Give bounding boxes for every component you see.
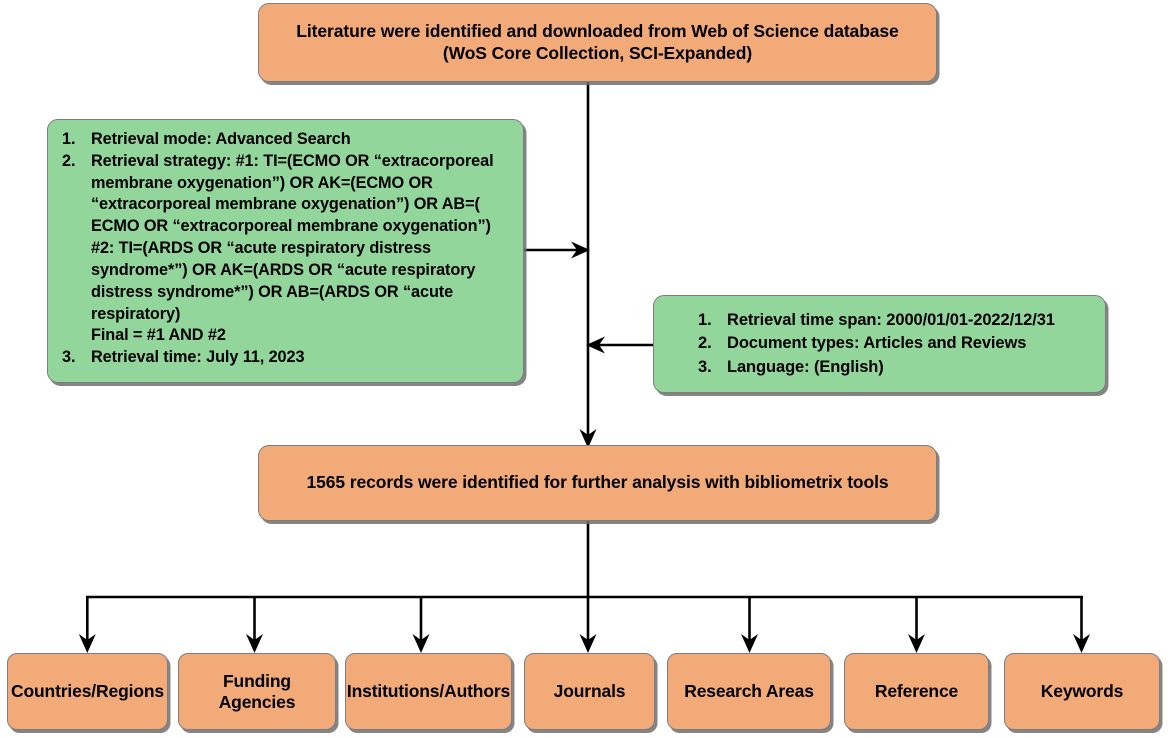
output-box-funding-agencies: Funding Agencies [178, 653, 336, 730]
connector-records-to-bar [86, 521, 1083, 599]
list-marker: 3. [62, 348, 76, 367]
list-item-text: Document types: Articles and Reviews [727, 334, 1027, 353]
list-item: 1. Retrieval mode: Advanced Search [62, 129, 513, 151]
output-label: Keywords [1040, 681, 1124, 701]
output-box-journals: Journals [524, 653, 655, 730]
connector-source-to-records [579, 82, 597, 448]
output-box-countries-regions: Countries/Regions [7, 653, 168, 730]
retrieval-filters-list: 1. Retrieval time span: 2000/01/01-2022/… [654, 309, 1105, 379]
list-marker: 1. [62, 130, 76, 148]
node-records-identified-label: 1565 records were identified for further… [306, 472, 889, 493]
node-retrieval-filters: 1. Retrieval time span: 2000/01/01-2022/… [653, 295, 1106, 393]
connector-filters-to-spine [586, 336, 653, 354]
list-item: 2. Document types: Articles and Reviews [698, 332, 1095, 355]
node-literature-source-label: Literature were identified and downloade… [296, 20, 899, 63]
list-marker: 1. [698, 310, 712, 329]
node-records-identified: 1565 records were identified for further… [258, 445, 937, 521]
list-item-text: Retrieval time: July 11, 2023 [91, 348, 305, 367]
output-box-keywords: Keywords [1004, 653, 1160, 730]
list-item-text: Retrieval time span: 2000/01/01-2022/12/… [727, 310, 1055, 329]
node-literature-source: Literature were identified and downloade… [258, 3, 937, 82]
output-label: Journals [553, 681, 626, 701]
output-label: Funding Agencies [218, 670, 296, 712]
output-label: Reference [874, 681, 959, 701]
node-retrieval-strategy: 1. Retrieval mode: Advanced Search 2. Re… [47, 119, 524, 383]
connector-strategy-to-spine [524, 241, 590, 259]
list-item: 2. Retrieval strategy: #1: TI=(ECMO OR “… [62, 151, 513, 347]
list-item: 3. Retrieval time: July 11, 2023 [62, 347, 513, 369]
list-item-text: Language: (English) [727, 357, 884, 376]
list-item-text: Retrieval strategy: #1: TI=(ECMO OR “ext… [91, 151, 494, 345]
retrieval-strategy-list: 1. Retrieval mode: Advanced Search 2. Re… [48, 120, 523, 375]
list-marker: 2. [62, 151, 76, 170]
output-label: Research Areas [684, 681, 814, 701]
output-label: Institutions/Authors [346, 681, 511, 701]
output-box-institutions-authors: Institutions/Authors [345, 653, 512, 730]
output-box-research-areas: Research Areas [667, 653, 831, 730]
list-item: 3. Language: (English) [698, 356, 1095, 379]
list-item: 1. Retrieval time span: 2000/01/01-2022/… [698, 309, 1095, 332]
list-item-text: Retrieval mode: Advanced Search [91, 130, 351, 148]
output-label: Countries/Regions [10, 681, 165, 701]
list-marker: 3. [698, 357, 712, 376]
output-box-reference: Reference [844, 653, 989, 730]
list-marker: 2. [698, 334, 712, 353]
connector-bar-to-outputs [78, 596, 1090, 653]
